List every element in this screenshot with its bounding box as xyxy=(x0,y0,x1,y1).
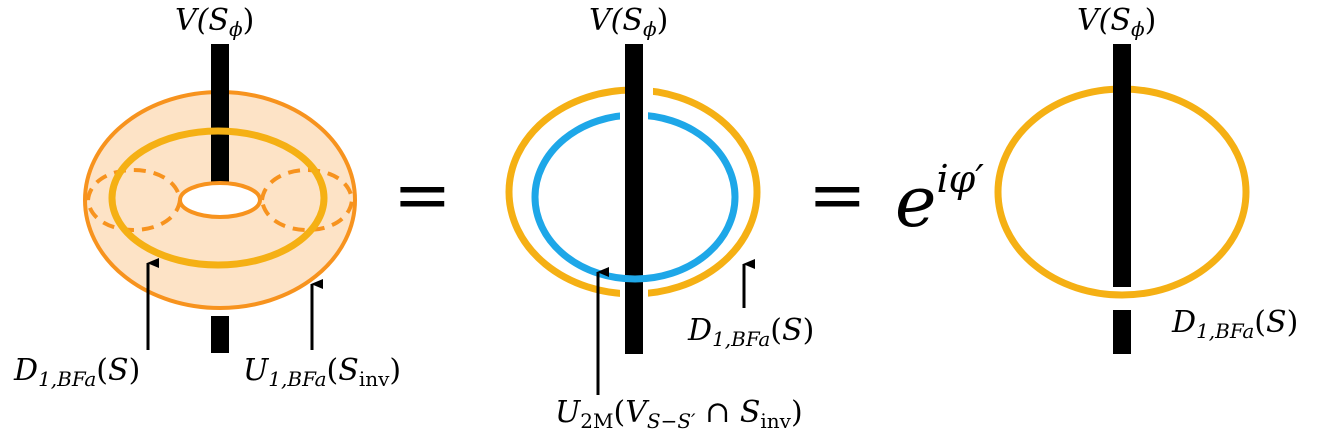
label-V-phi-2: V(Sϕ) xyxy=(589,3,669,41)
line-V-2-overlay-top xyxy=(625,85,643,99)
torus-hole xyxy=(178,181,262,219)
label-D-3: D1,BFa(S) xyxy=(1172,305,1299,343)
label-V-phi-3: V(Sϕ) xyxy=(1077,3,1157,41)
line-V-upper-1 xyxy=(211,44,229,194)
label-D-2: D1,BFa(S) xyxy=(688,313,815,351)
line-V-upper-3 xyxy=(1113,44,1131,287)
surface-D-torus xyxy=(108,127,328,269)
torus-dashed-right-loop xyxy=(259,168,355,232)
panel-3-single xyxy=(994,44,1250,354)
label-U-1: U1,BFa(Sinv) xyxy=(243,353,402,391)
line-V-lower-3 xyxy=(1113,310,1131,354)
panel-1-torus xyxy=(83,44,357,353)
panel-2-linked xyxy=(505,44,761,395)
line-V-overlay-3 xyxy=(1113,85,1131,99)
equals-sign-2: = xyxy=(808,154,867,236)
line-V-2-overlay-mid xyxy=(625,108,643,121)
label-V-phi-1: V(Sϕ) xyxy=(175,3,255,41)
line-V-lower-1 xyxy=(211,316,229,353)
phase-factor: eiφ′ xyxy=(895,157,984,243)
equals-sign-1: = xyxy=(393,154,452,236)
label-D-1: D1,BFa(S) xyxy=(14,353,141,391)
line-V-2-overlay-bottom xyxy=(625,287,643,300)
label-U2M: U2M(VS−S′ ∩ Sinv) xyxy=(555,395,803,433)
